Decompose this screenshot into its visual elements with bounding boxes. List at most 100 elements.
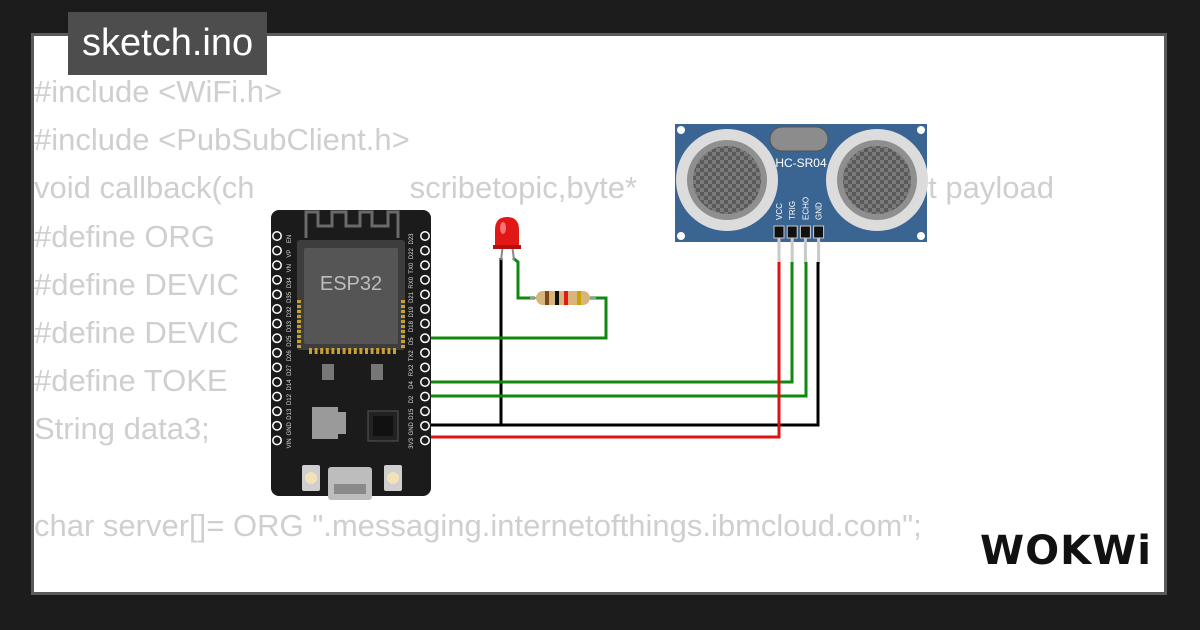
esp32-pin-vn[interactable] [272, 260, 282, 271]
antenna-trace [304, 210, 400, 238]
resistor[interactable] [530, 291, 596, 305]
esp32-pin-d15[interactable] [420, 406, 430, 417]
wire-led-cathode[interactable] [430, 258, 503, 427]
en-button[interactable] [384, 465, 402, 491]
esp32-pin-label: EN [287, 235, 293, 243]
wire-resistor-d5[interactable] [428, 296, 608, 340]
wire-vcc-3v3[interactable] [428, 262, 781, 439]
esp32-pin-d32[interactable] [272, 304, 282, 314]
esp32-pin-gnd[interactable] [420, 420, 430, 431]
wire-trig-d4[interactable] [428, 262, 794, 384]
esp32-pin-label: D18 [409, 320, 415, 332]
wire-led-anode[interactable] [512, 256, 535, 300]
esp32-pin-label: D4 [409, 381, 415, 389]
esp32-pin-d19[interactable] [420, 304, 430, 314]
esp32-pin-label: TX0 [409, 262, 415, 274]
esp32-pin-d5[interactable] [420, 333, 430, 344]
esp32-pin-d13[interactable] [272, 406, 282, 417]
esp32-pin-d34[interactable] [272, 274, 282, 285]
wokwi-logo: WOKWi [980, 528, 1152, 574]
hcsr04-pin-label: GND [815, 202, 824, 220]
esp32-pin-label: D15 [409, 408, 415, 420]
hcsr04-pin-gnd[interactable] [813, 225, 825, 239]
esp32-pin-label: TX2 [409, 350, 415, 362]
esp32-pin-label: D34 [287, 277, 293, 289]
esp32-pin-vin[interactable] [272, 435, 282, 446]
esp32-pin-label: RX0 [409, 276, 415, 288]
transducer-right [826, 129, 928, 231]
code-line: String data3; [34, 411, 210, 447]
wire-echo-d2[interactable] [428, 262, 808, 398]
wire-gnd[interactable] [428, 262, 820, 427]
hcsr04-pin-label: ECHO [801, 197, 810, 220]
sketch-title: sketch.ino [68, 12, 268, 75]
esp32-pin-label: D12 [287, 393, 293, 405]
hcsr04-crystal [769, 126, 829, 152]
esp32-pin-label: 3V3 [409, 437, 415, 448]
hcsr04-pin-label: VCC [775, 203, 784, 220]
hcsr04-pin-echo[interactable] [799, 225, 811, 239]
esp32-pin-d12[interactable] [272, 391, 282, 402]
esp32-pin-d35[interactable] [272, 289, 282, 300]
esp32-pin-d2[interactable] [420, 391, 430, 402]
esp32-pin-rx0[interactable] [420, 274, 430, 285]
esp32-pin-d33[interactable] [272, 318, 282, 329]
regulator [312, 407, 338, 439]
esp32-pin-vp[interactable] [272, 245, 282, 256]
code-line: #define DEVIC [34, 314, 240, 350]
esp32-pin-label: D22 [409, 247, 415, 259]
esp32-pin-label: D27 [287, 364, 293, 376]
code-line: #include <PubSubClient.h> [34, 122, 410, 158]
esp32-pin-d21[interactable] [420, 289, 430, 300]
esp32-pin-label: D13 [287, 408, 293, 420]
esp32-pin-label: VIN [287, 438, 293, 448]
esp32-pin-label: GND [287, 421, 293, 435]
esp32-pin-label: D19 [409, 306, 415, 318]
code-line: #include <WiFi.h> [34, 74, 283, 109]
esp32-pin-label: D35 [287, 291, 293, 303]
code-listing: #include <WiFi.h> #include <PubSubClient.… [34, 68, 1054, 598]
preview-card [34, 36, 1164, 592]
esp32-pin-label: D25 [287, 335, 293, 347]
esp32-pin-label: VP [287, 250, 293, 258]
esp32-pin-label: D2 [409, 395, 415, 403]
wires [428, 256, 820, 439]
esp32-pin-en[interactable] [272, 231, 282, 241]
esp32-pin-d25[interactable] [272, 333, 282, 344]
esp32-pin-d14[interactable] [272, 377, 282, 387]
esp32-pin-label: D32 [287, 306, 293, 318]
esp32-pin-label: D23 [409, 233, 415, 245]
esp32-pin-d23[interactable] [420, 231, 430, 241]
code-line: char server[]= ORG ".messaging.interneto… [34, 507, 922, 543]
usb-port[interactable] [328, 467, 372, 500]
esp32-pin-d18[interactable] [420, 318, 430, 329]
esp32-pin-tx0[interactable] [420, 260, 430, 271]
code-line: #define ORG [34, 218, 215, 254]
esp32-pin-gnd[interactable] [272, 420, 282, 431]
red-led[interactable] [493, 217, 521, 261]
esp32-pin-label: D5 [409, 337, 415, 345]
transducer-left [676, 129, 778, 231]
hcsr04-label: HC-SR04 [775, 156, 827, 170]
esp32-pin-3v3[interactable] [420, 435, 430, 446]
esp32-pin-tx2[interactable] [420, 347, 430, 358]
boot-button[interactable] [302, 465, 320, 491]
hcsr04-pin-label: TRIG [788, 201, 797, 220]
hcsr04-sensor[interactable]: HC-SR04 VCC TRIG ECHO GND [675, 124, 928, 264]
hcsr04-pin-vcc[interactable] [773, 225, 785, 239]
esp32-pin-d27[interactable] [272, 362, 282, 373]
esp32-pin-label: RX2 [409, 364, 415, 376]
esp32-pin-d22[interactable] [420, 245, 430, 256]
esp32-board[interactable]: ENVPVND34D35D32D33D25D26D27D14D12D13GNDV… [271, 210, 431, 500]
esp32-pin-rx2[interactable] [420, 362, 430, 373]
hcsr04-pin-trig[interactable] [786, 225, 798, 239]
esp32-label: ESP32 [320, 273, 382, 295]
esp32-pin-d26[interactable] [272, 347, 282, 358]
esp32-pin-label: D21 [409, 291, 415, 303]
esp32-pin-label: D26 [287, 350, 293, 362]
esp32-pin-label: GND [409, 421, 415, 435]
esp32-pin-d4[interactable] [420, 377, 430, 387]
esp32-pin-label: D33 [287, 320, 293, 332]
